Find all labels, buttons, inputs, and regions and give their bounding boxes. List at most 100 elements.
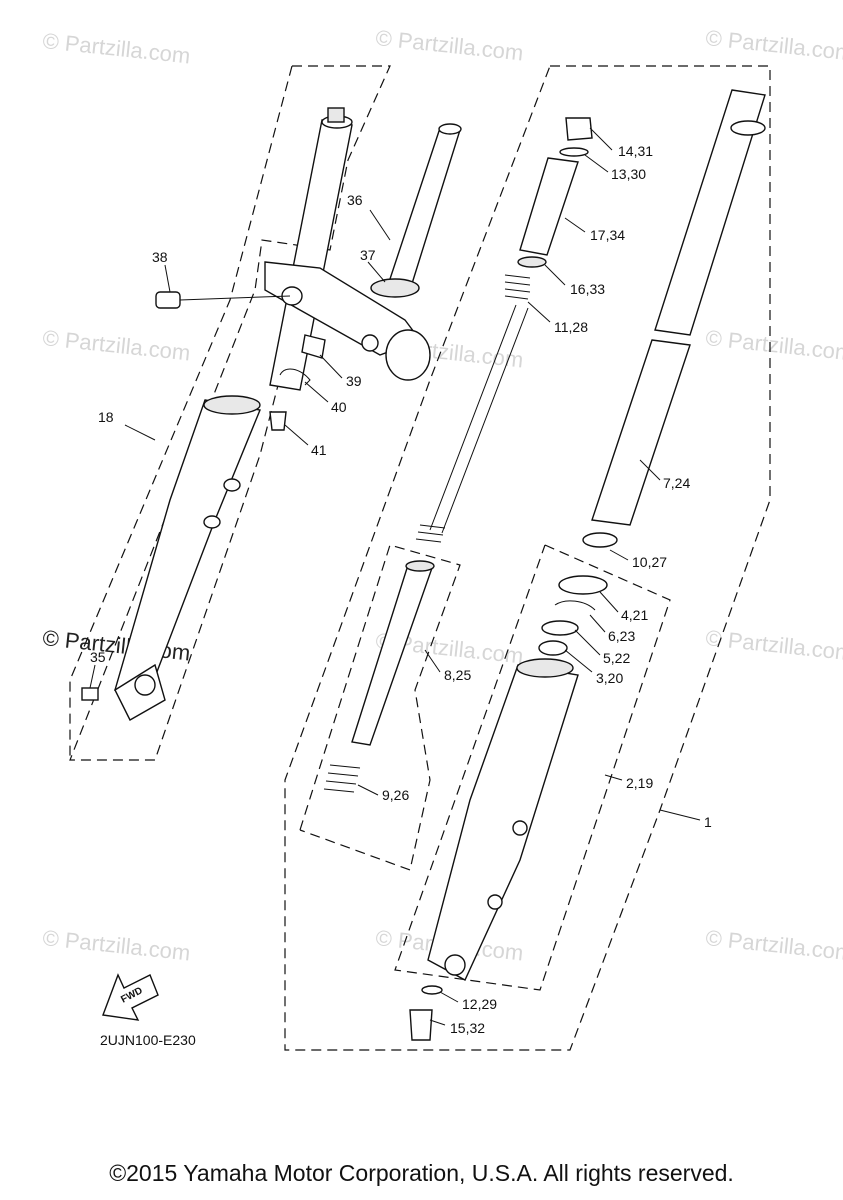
watermark: © Partzilla.com <box>41 325 191 365</box>
leader <box>659 809 701 821</box>
leader <box>589 127 613 151</box>
bolt-41 <box>269 411 287 431</box>
callout-3-20: 3,20 <box>596 670 623 686</box>
callout-40: 40 <box>331 399 347 415</box>
stem-top <box>438 123 462 135</box>
callout-16-33: 16,33 <box>570 281 605 297</box>
steering-stem <box>155 123 462 431</box>
leader <box>604 774 623 781</box>
outline-18 <box>69 65 391 761</box>
callout-39: 39 <box>346 373 362 389</box>
leader <box>164 264 171 293</box>
leader <box>609 549 629 561</box>
callout-8-25: 8,25 <box>444 667 471 683</box>
watermark: © Partzilla.com <box>704 25 843 65</box>
callout-37: 37 <box>360 247 376 263</box>
leader <box>179 295 291 301</box>
piston-ring <box>405 560 435 572</box>
callout-7-24: 7,24 <box>663 475 690 491</box>
callout-5-22: 5,22 <box>603 650 630 666</box>
leader <box>639 459 661 481</box>
callout-36: 36 <box>347 192 363 208</box>
spring-11-top <box>504 274 531 300</box>
callout-15-32: 15,32 <box>450 1020 485 1036</box>
leader <box>584 154 609 173</box>
callout-2-19: 2,19 <box>626 775 653 791</box>
clamp-bolt <box>361 334 379 352</box>
leader <box>527 301 551 323</box>
watermark: © Partzilla.com <box>704 625 843 665</box>
left-fork-leg <box>81 107 353 721</box>
leader <box>304 381 329 403</box>
pinch-bolt-35 <box>81 687 99 701</box>
inner-tube-7 <box>591 339 691 526</box>
callout-1: 1 <box>704 814 712 830</box>
mount-boss <box>223 478 241 492</box>
leader <box>589 614 606 633</box>
washer-12 <box>421 985 443 995</box>
tube-top <box>730 120 766 136</box>
watermark: © Partzilla.com <box>41 28 191 68</box>
outline-2 <box>394 544 671 991</box>
bearing-37 <box>370 278 420 298</box>
axle-hole <box>444 954 466 976</box>
callout-13-30: 13,30 <box>611 166 646 182</box>
leader <box>574 629 601 656</box>
callout-14-31: 14,31 <box>618 143 653 159</box>
callout-35: 35 <box>90 649 106 665</box>
callout-11-28: 11,28 <box>554 319 588 335</box>
spring-11-body <box>429 304 529 534</box>
callout-10-27: 10,27 <box>632 554 667 570</box>
outline-18-left <box>69 65 293 760</box>
fork-seal <box>203 395 261 415</box>
spring-11-bottom <box>415 524 446 543</box>
mount-boss <box>512 820 528 836</box>
leader <box>429 1019 446 1026</box>
leader <box>319 354 343 379</box>
leader <box>544 264 566 286</box>
oring-13 <box>559 147 589 157</box>
outline-main <box>284 65 771 1051</box>
callout-17-34: 17,34 <box>590 227 625 243</box>
damper-assembly <box>323 117 593 793</box>
spring-9 <box>323 764 361 793</box>
watermark: © Partzilla.com <box>374 25 524 65</box>
clip-6 <box>554 600 596 611</box>
outer-tube-2 <box>427 664 579 981</box>
cap-bolt <box>327 107 345 123</box>
right-fork-leg <box>409 89 766 1041</box>
fwd-arrow: FWD <box>102 973 159 1021</box>
leader <box>424 649 441 673</box>
leader <box>357 784 379 796</box>
mount-boss <box>203 515 221 529</box>
leader <box>124 424 156 441</box>
callout-18: 18 <box>98 409 114 425</box>
mount-boss <box>487 894 503 910</box>
leader <box>89 664 96 689</box>
axle-hole <box>134 674 156 696</box>
outer-tube-top <box>516 658 574 678</box>
callout-38: 38 <box>152 249 168 265</box>
clip-39 <box>301 334 326 359</box>
bolt-15 <box>409 1009 433 1041</box>
stem-shaft <box>387 127 461 291</box>
watermark: © Partzilla.com <box>704 925 843 965</box>
leader <box>564 649 593 673</box>
callout-6-23: 6,23 <box>608 628 635 644</box>
callout-41: 41 <box>311 442 327 458</box>
callout-9-26: 9,26 <box>382 787 409 803</box>
leader <box>284 424 309 446</box>
leader <box>369 209 391 241</box>
seal-4 <box>558 575 608 595</box>
copyright-notice: ©2015 Yamaha Motor Corporation, U.S.A. A… <box>109 1160 734 1186</box>
leader <box>439 991 459 1003</box>
callouts: 14,31 13,30 17,34 16,33 11,28 7,24 10,27… <box>90 143 712 1036</box>
watermark: © Partzilla.com <box>41 925 191 965</box>
cap-bolt-14 <box>565 117 593 141</box>
outline-1 <box>299 544 461 871</box>
watermark: © Partzilla.com <box>704 325 843 365</box>
bushing-10 <box>582 532 618 548</box>
washer-16 <box>517 256 547 268</box>
bolt-38 <box>155 291 181 309</box>
